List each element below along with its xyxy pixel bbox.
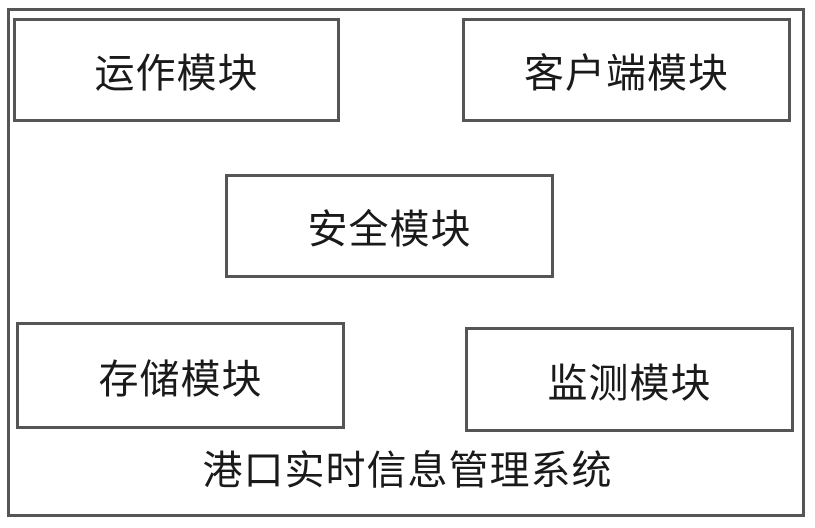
ops-module-box: 运作模块 [13, 18, 340, 122]
ops-module-label: 运作模块 [94, 51, 259, 97]
monitor-module-label: 监测模块 [547, 360, 712, 407]
system-frame [7, 8, 805, 517]
monitor-module-box: 监测模块 [465, 327, 794, 432]
client-module-box: 客户端模块 [462, 18, 791, 122]
security-module-box: 安全模块 [225, 174, 554, 278]
security-module-label: 安全模块 [307, 207, 472, 253]
storage-module-box: 存储模块 [16, 322, 345, 429]
system-label: 港口实时信息管理系统 [202, 448, 613, 494]
storage-module-label: 存储模块 [98, 356, 263, 403]
client-module-label: 客户端模块 [524, 51, 729, 97]
